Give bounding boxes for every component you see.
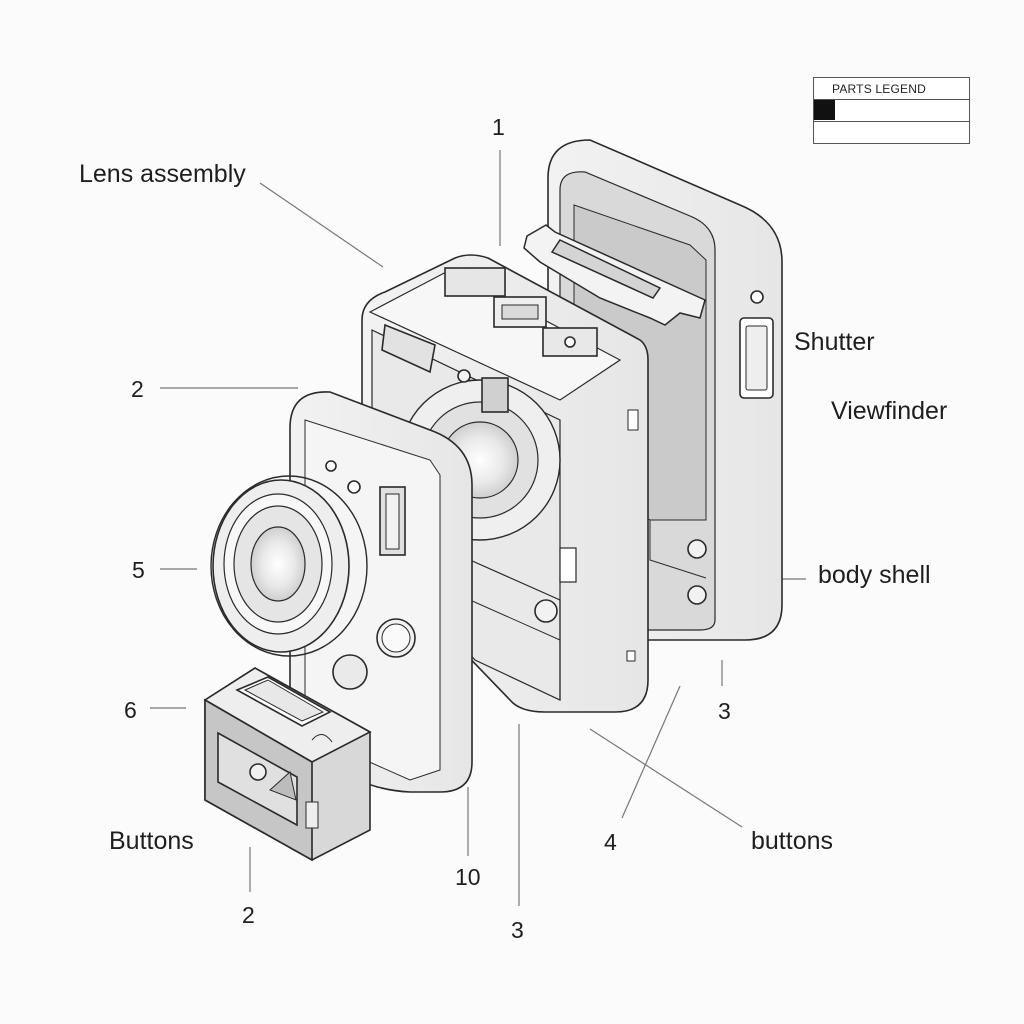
label-viewfinder: Viewfinder [831,397,948,425]
label-6: 6 [124,697,137,723]
label-buttons-left: Buttons [109,827,194,855]
label-5: 5 [132,557,145,583]
label-3-right: 3 [718,698,731,724]
leader-4 [621,685,681,819]
label-buttons-right: buttons [751,827,834,855]
label-2-left: 2 [131,376,144,402]
shutter-bracket [523,224,706,326]
label-1: 1 [492,114,505,140]
leader-buttons-right [589,728,743,828]
legend-title: PARTS LEGEND [814,78,969,100]
label-4: 4 [604,829,617,855]
label-10: 10 [455,864,481,890]
label-body-shell: body shell [818,561,931,589]
legend-swatch [814,100,835,120]
label-2-bottom: 2 [242,902,255,928]
battery-module [203,667,372,862]
leader-lens-assembly [259,182,384,268]
parts-legend: PARTS LEGEND [813,77,970,144]
front-cover [210,391,473,793]
label-3-bottom: 3 [511,917,524,943]
legend-row [814,100,969,122]
label-shutter: Shutter [794,328,875,356]
label-lens-assembly: Lens assembly [79,160,246,188]
